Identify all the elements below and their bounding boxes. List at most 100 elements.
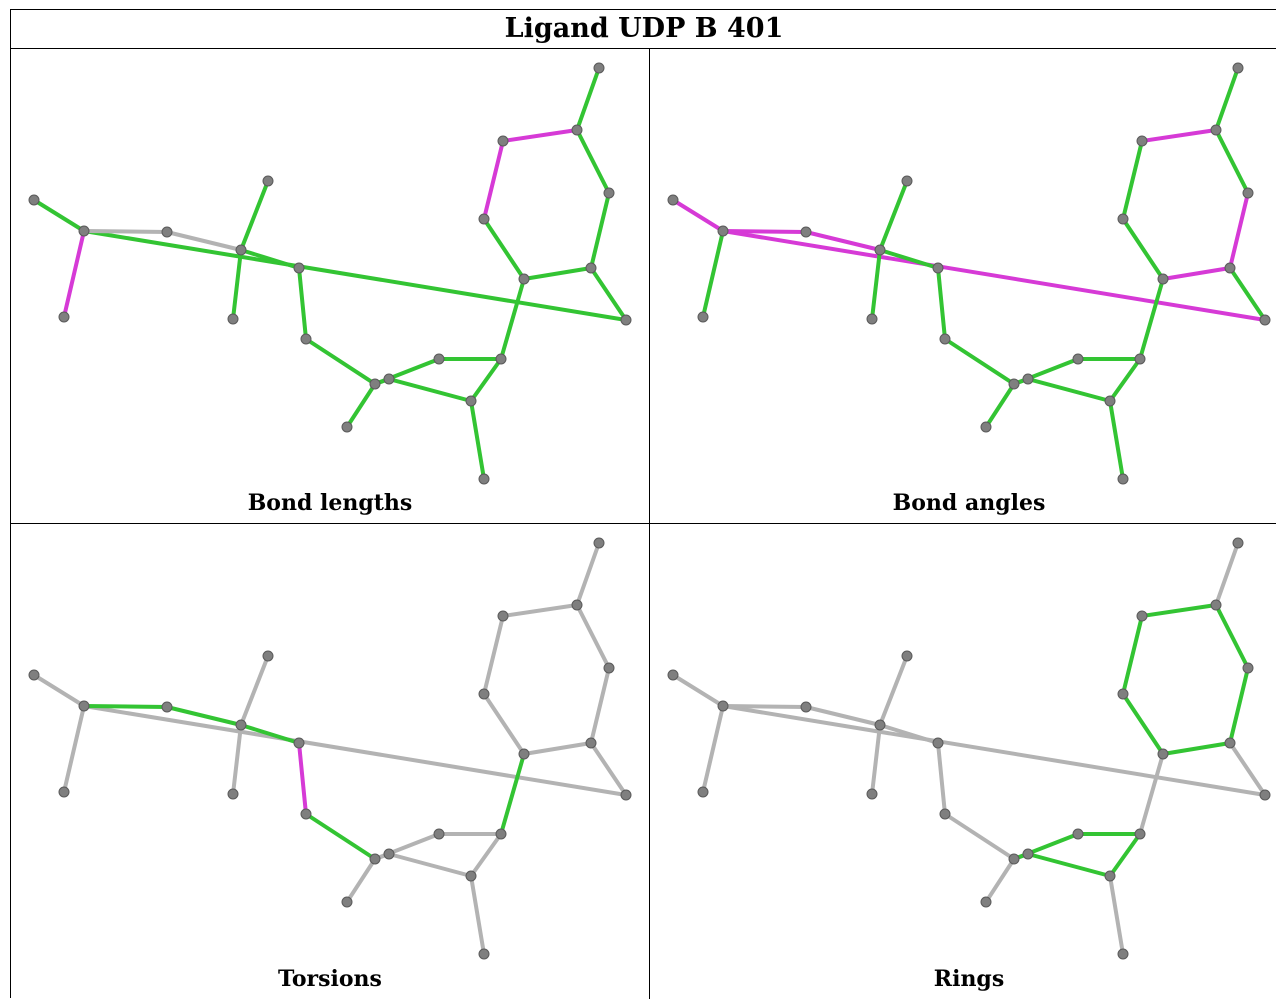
atom-c2 [1224,737,1236,749]
atom-o1 [28,669,40,681]
atom-c6 [478,688,490,700]
table-title: Ligand UDP B 401 [504,13,784,44]
molecule-bond-angles [667,62,1271,485]
atom-c6 [1117,688,1129,700]
bond-c2p-o2p [1108,874,1125,956]
bond-c2-o2 [1228,266,1267,322]
atom-o3 [697,311,709,323]
bond-c4-o4b [575,541,601,607]
bond-c2-o2 [589,741,628,797]
title-divider [11,48,1276,49]
panel-bond-angles: Bond angles [650,49,1276,524]
atom-o2p [1117,473,1129,485]
molecule-rings [667,537,1271,960]
atom-n1 [518,273,530,285]
bond-n1-c2 [522,266,593,281]
atom-o1 [667,194,679,206]
bond-o7-c5p [297,266,308,341]
panel-torsions: Torsions [11,524,649,999]
atom-p1 [78,700,90,712]
panel-bond-lengths: Bond lengths [11,49,649,524]
atom-n1 [1157,748,1169,760]
bond-p1-o3 [62,229,86,319]
bond-c2p-o2p [469,874,486,956]
bond-c4-c5 [501,128,579,143]
atom-c2 [585,737,597,749]
atom-c4 [1210,599,1222,611]
atom-o7 [293,737,305,749]
atom-c2p [1104,870,1116,882]
atom-p1 [717,700,729,712]
panel-rings: Rings [650,524,1276,999]
atom-o5 [901,650,913,662]
atom-o2 [1259,789,1271,801]
bond-c2-o2 [1228,741,1267,797]
bond-p1-o4 [721,229,808,234]
bond-n3-c4 [575,603,611,670]
atom-p1 [78,225,90,237]
bond-c1p-c2p [469,357,503,403]
bond-p2-o7 [239,248,301,270]
atom-o4b [593,62,605,74]
atom-p2 [235,244,247,256]
molecule-torsions [28,537,632,960]
bond-p1-o4 [721,704,808,709]
bond-c2-n3 [1228,666,1250,745]
bond-o4-p2 [165,230,243,252]
bond-c4-o4b [1214,541,1240,607]
row-divider [11,523,1276,524]
atom-c1p [1134,828,1146,840]
bond-c5-c6 [1121,139,1144,221]
atom-c4 [571,599,583,611]
caption-bond-lengths: Bond lengths [247,490,413,516]
molecule-bond-lengths [28,62,632,485]
bond-c4-c5 [1140,128,1218,143]
atom-o2 [620,789,632,801]
bond-p1-o2 [82,704,628,797]
bond-o7-c5p [936,741,947,816]
atom-p2 [235,719,247,731]
atom-c2p [1104,395,1116,407]
caption-torsions: Torsions [278,966,382,992]
atom-n1 [1157,273,1169,285]
atom-p2 [874,719,886,731]
bond-c1p-n1 [1138,752,1165,836]
bond-p1-o2 [82,229,628,322]
atom-o3 [58,786,70,798]
atom-n3 [603,662,615,674]
bond-c4p-o3p [345,857,377,904]
bond-c2-o2 [589,266,628,322]
ligand-table: Ligand UDP B 401 Bond lengths Bond angle… [10,9,1276,999]
bond-c6-n1 [482,692,526,756]
bond-c6-n1 [482,217,526,281]
atom-c4p [369,853,381,865]
atom-o3 [58,311,70,323]
atom-o2p [1117,948,1129,960]
bond-c4p-o3p [984,857,1016,904]
bond-p1-o4 [82,229,169,234]
atom-o5 [901,175,913,187]
atom-o3p [341,896,353,908]
atom-o2 [620,314,632,326]
atom-o6 [227,788,239,800]
bond-p1-o1 [671,673,725,708]
atom-p1 [717,225,729,237]
atom-c6 [478,213,490,225]
bond-c2p-o2p [1108,399,1125,481]
bond-c5p-c4p [943,812,1016,861]
bond-p1-o2 [721,229,1267,322]
atom-c3p [383,848,395,860]
bond-p2-o5 [239,654,270,727]
atom-o4b [1232,62,1244,74]
atom-c1p [1134,353,1146,365]
atom-c3p [383,373,395,385]
atom-p2 [874,244,886,256]
bond-c4-o4b [575,66,601,132]
atom-c6 [1117,213,1129,225]
bond-c1p-n1 [499,752,526,836]
atom-c2 [585,262,597,274]
bond-p1-o3 [701,704,725,794]
bond-o4-p2 [804,230,882,252]
column-divider [649,48,650,999]
atom-o6 [227,313,239,325]
